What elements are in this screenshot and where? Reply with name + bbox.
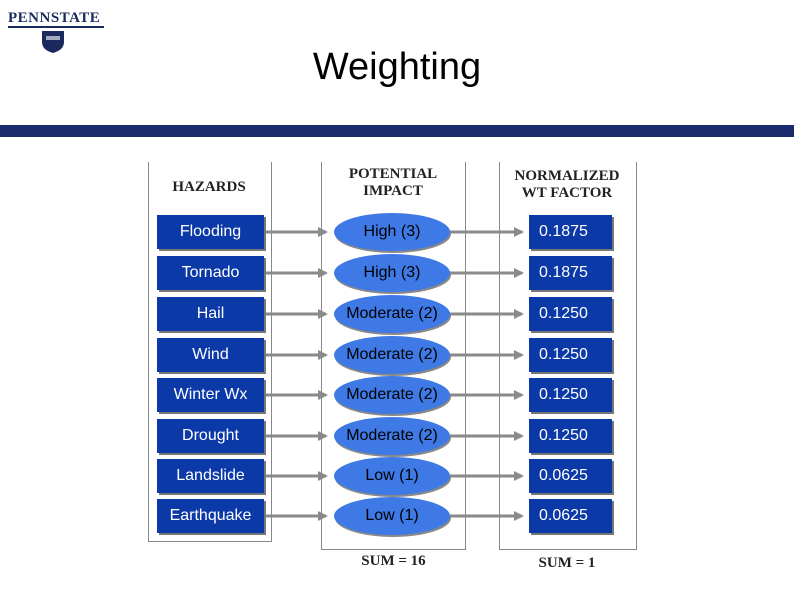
impact-sum: SUM = 16 — [361, 553, 426, 569]
impact-ellipse: Moderate (2) — [334, 295, 450, 333]
shield-icon — [42, 31, 64, 53]
factor-box: 0.1250 — [529, 297, 612, 331]
hazard-box: Hail — [157, 297, 264, 331]
factor-box: 0.1875 — [529, 256, 612, 290]
factor-box: 0.0625 — [529, 459, 612, 493]
slide-title: Weighting — [312, 46, 482, 88]
impact-ellipse: Moderate (2) — [334, 376, 450, 414]
impact-ellipse: Low (1) — [334, 457, 450, 495]
factor-header: NORMALIZED WT FACTOR — [514, 168, 620, 201]
factor-box: 0.0625 — [529, 499, 612, 533]
factor-box: 0.1875 — [529, 215, 612, 249]
impact-ellipse: High (3) — [334, 254, 450, 292]
factor-box: 0.1250 — [529, 419, 612, 453]
hazards-header: HAZARDS — [172, 179, 246, 195]
impact-ellipse: Moderate (2) — [334, 417, 450, 455]
impact-ellipse: High (3) — [334, 213, 450, 251]
impact-ellipse: Moderate (2) — [334, 336, 450, 374]
hazard-box: Drought — [157, 419, 264, 453]
hazard-box: Tornado — [157, 256, 264, 290]
pennstate-logo-text: PENNSTATE — [8, 10, 101, 26]
impact-header: POTENTIAL IMPACT — [348, 166, 438, 199]
hazard-box: Landslide — [157, 459, 264, 493]
logo-underline — [8, 26, 104, 28]
factor-box: 0.1250 — [529, 338, 612, 372]
impact-ellipse: Low (1) — [334, 497, 450, 535]
hazard-box: Winter Wx — [157, 378, 264, 412]
factor-sum: SUM = 1 — [538, 555, 596, 571]
factor-box: 0.1250 — [529, 378, 612, 412]
hazard-box: Flooding — [157, 215, 264, 249]
hazard-box: Earthquake — [157, 499, 264, 533]
hazard-box: Wind — [157, 338, 264, 372]
title-divider-bar — [0, 125, 794, 137]
